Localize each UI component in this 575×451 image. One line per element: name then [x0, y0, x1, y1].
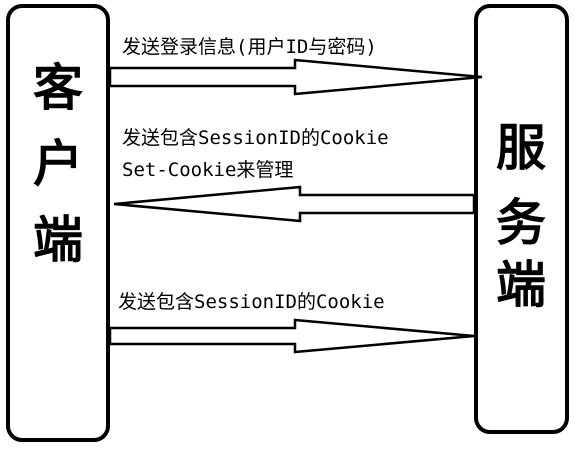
server-node: 服 务 端 — [474, 4, 569, 434]
cookie-message: 发送包含SessionID的Cookie — [118, 291, 385, 313]
client-label-char-1: 客 — [33, 59, 83, 117]
cookie-arrow-shape — [108, 318, 475, 354]
server-box — [474, 4, 569, 434]
client-box — [6, 4, 110, 442]
server-label-char-1: 服 — [496, 119, 546, 177]
login-arrow-shape — [108, 58, 483, 96]
client-label-char-3: 端 — [33, 211, 83, 269]
server-label-char-3: 端 — [496, 256, 546, 314]
client-label-char-2: 户 — [33, 135, 83, 193]
server-label-char-2: 务 — [496, 194, 546, 252]
login-request-arrow: 发送登录信息(用户ID与密码) — [108, 36, 483, 96]
cookie-request-arrow: 发送包含SessionID的Cookie — [108, 291, 475, 354]
set-cookie-message-line-1: 发送包含SessionID的Cookie — [122, 127, 389, 149]
login-message: 发送登录信息(用户ID与密码) — [122, 36, 377, 58]
set-cookie-arrow-shape — [113, 185, 476, 223]
client-node: 客 户 端 — [6, 4, 110, 442]
set-cookie-message-line-2: Set-Cookie来管理 — [122, 159, 293, 181]
set-cookie-response-arrow: 发送包含SessionID的Cookie Set-Cookie来管理 — [113, 127, 476, 223]
